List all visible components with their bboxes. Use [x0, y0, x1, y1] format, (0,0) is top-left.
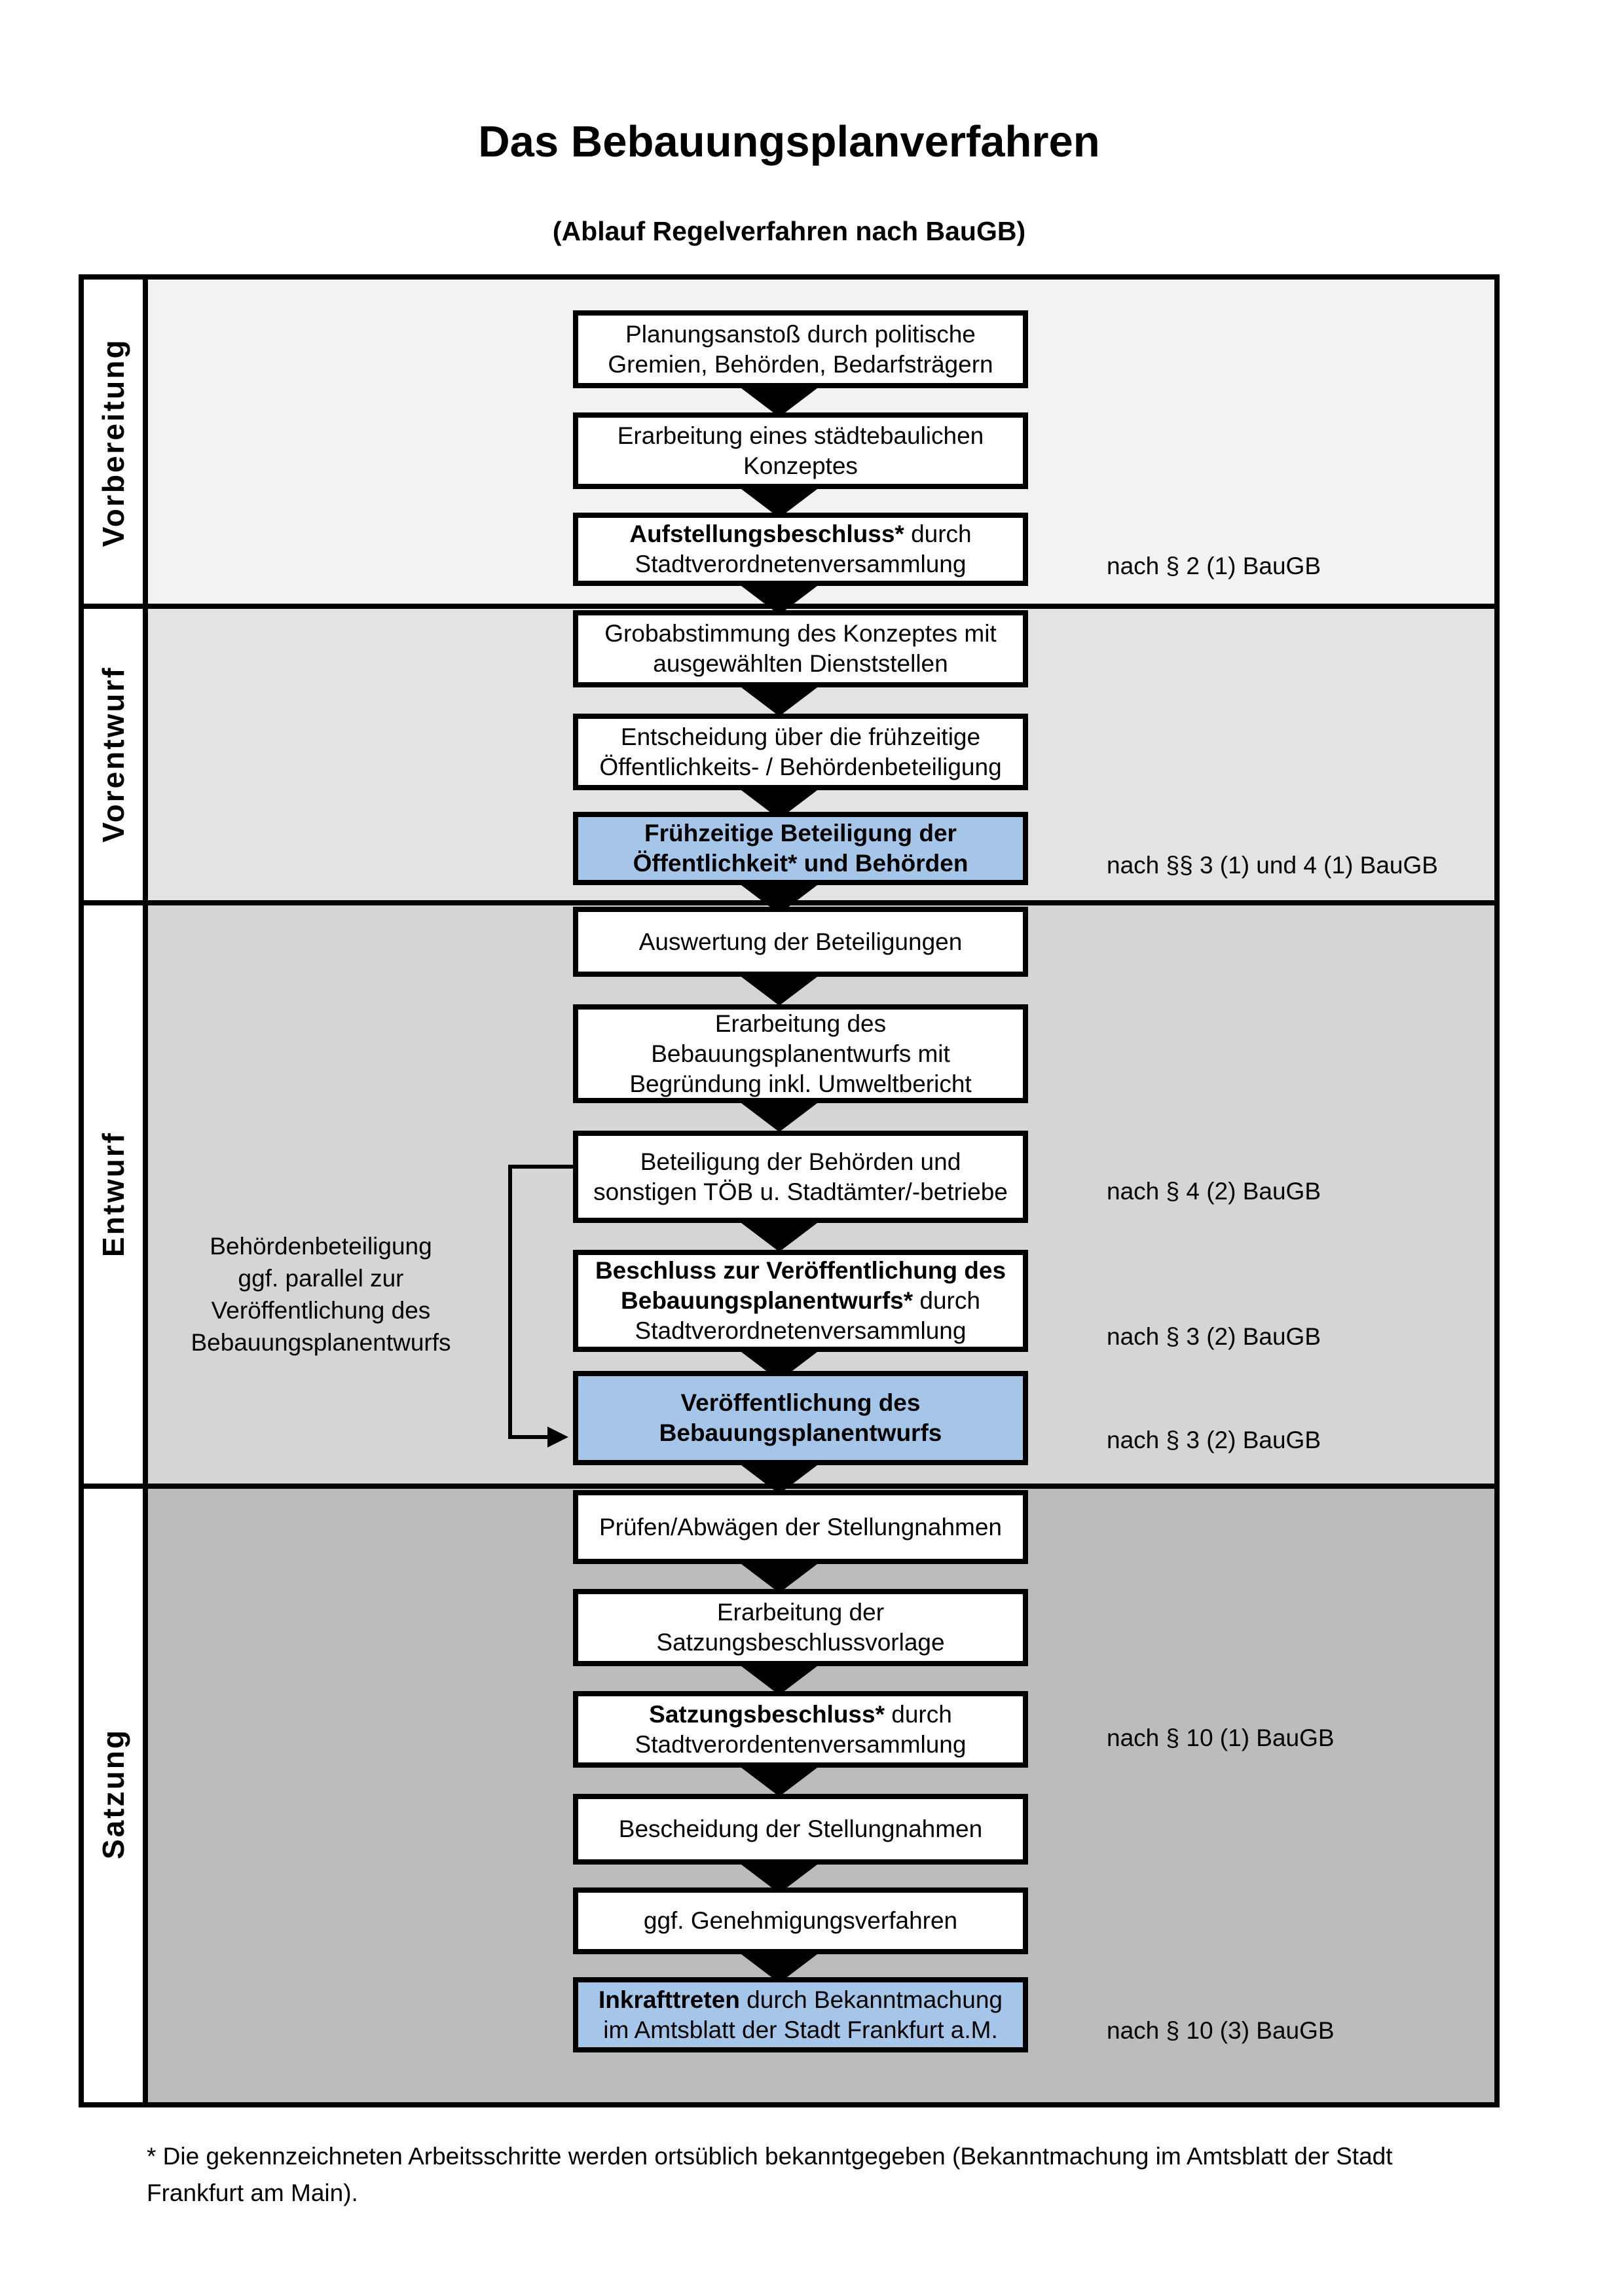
- box-staedtebauliches-konzept: Erarbeitung eines städtebaulichen Konzep…: [573, 412, 1028, 489]
- box-line: sonstigen TÖB u. Stadtämter/-betriebe: [593, 1178, 1008, 1205]
- box-line: Inkrafttreten durch Bekanntmachung: [599, 1985, 1003, 2015]
- legal-ref-3-2-a: nach § 3 (2) BauGB: [1107, 1323, 1321, 1350]
- box-line-bold: Aufstellungsbeschluss*: [629, 520, 904, 547]
- footnote: * Die gekennzeichneten Arbeitsschritte w…: [147, 2138, 1522, 2212]
- legal-ref-3-1-und-4-1: nach §§ 3 (1) und 4 (1) BauGB: [1107, 852, 1438, 879]
- box-line: Satzungsbeschluss* durch: [649, 1700, 952, 1730]
- box-line: Stadtverordnetenversammlung: [635, 1317, 967, 1344]
- flow-arrow-down-icon: [741, 1223, 817, 1252]
- box-inkrafttreten: Inkrafttreten durch Bekanntmachung im Am…: [573, 1977, 1028, 2052]
- box-line-rest: durch Bekanntmachung: [739, 1986, 1003, 2013]
- box-line: Auswertung der Beteiligungen: [638, 928, 963, 955]
- box-line-rest: durch: [913, 1287, 980, 1314]
- box-line: Satzungsbeschlussvorlage: [656, 1629, 945, 1656]
- flow-arrow-down-icon: [741, 1666, 817, 1695]
- note-line: ggf. parallel zur: [238, 1265, 404, 1292]
- box-line: ausgewählten Dienststellen: [653, 650, 948, 677]
- box-grobabstimmung: Grobabstimmung des Konzeptes mit ausgewä…: [573, 610, 1028, 687]
- footnote-line: Frankfurt am Main).: [147, 2179, 358, 2206]
- box-line: Aufstellungsbeschluss* durch: [629, 519, 971, 549]
- box-line: im Amtsblatt der Stadt Frankfurt a.M.: [603, 2016, 998, 2043]
- box-line-bold: Inkrafttreten: [599, 1986, 740, 2013]
- box-line: Gremien, Behörden, Bedarfsträgern: [608, 350, 993, 378]
- box-line-bold: Bebauungsplanentwurfs*: [621, 1287, 913, 1314]
- flow-arrow-down-icon: [741, 1103, 817, 1132]
- box-beteiligung-behoerden: Beteiligung der Behörden und sonstigen T…: [573, 1131, 1028, 1223]
- legal-ref-10-1: nach § 10 (1) BauGB: [1107, 1724, 1335, 1751]
- box-line: Bebauungsplanentwurfs mit: [651, 1040, 950, 1067]
- box-line: Grobabstimmung des Konzeptes mit: [604, 620, 997, 647]
- phase-label-satzung: Satzung: [96, 1728, 130, 1859]
- box-line: Erarbeitung der: [716, 1599, 885, 1626]
- box-line-bold: Satzungsbeschluss*: [649, 1700, 885, 1728]
- box-line: Erarbeitung des: [714, 1010, 887, 1037]
- box-line: Beteiligung der Behörden und: [640, 1148, 961, 1175]
- bracket-arrow-right-icon: [547, 1427, 568, 1448]
- box-veroeffentlichung: Veröffentlichung des Bebauungsplanentwur…: [573, 1371, 1028, 1465]
- box-line: Entscheidung über die frühzeitige: [620, 723, 981, 750]
- box-beschluss-veroeffentlichung: Beschluss zur Veröffentlichung des Bebau…: [573, 1250, 1028, 1352]
- box-genehmigungsverfahren: ggf. Genehmigungsverfahren: [573, 1887, 1028, 1954]
- box-line: Konzeptes: [743, 452, 858, 479]
- box-line: Stadtverordnetenversammlung: [635, 551, 967, 577]
- box-line-rest: durch: [885, 1700, 952, 1728]
- box-satzungsbeschluss: Satzungsbeschluss* durch Stadtverordente…: [573, 1691, 1028, 1768]
- flow-arrow-down-icon: [741, 1768, 817, 1796]
- box-line: Öffentlichkeits- / Behördenbeteiligung: [599, 753, 1002, 780]
- note-line: Behördenbeteiligung: [210, 1233, 432, 1260]
- box-auswertung: Auswertung der Beteiligungen: [573, 907, 1028, 977]
- box-line-rest: durch: [904, 520, 972, 547]
- box-line: ggf. Genehmigungsverfahren: [643, 1907, 958, 1934]
- box-line-bold: Bebauungsplanentwurfs: [659, 1419, 942, 1446]
- phase-label-vorbereitung: Vorbereitung: [96, 338, 130, 547]
- flow-arrow-down-icon: [741, 388, 817, 417]
- legal-ref-2-1: nach § 2 (1) BauGB: [1107, 553, 1321, 579]
- box-aufstellungsbeschluss: Aufstellungsbeschluss* durch Stadtverord…: [573, 513, 1028, 586]
- parallel-note: Behördenbeteiligung ggf. parallel zur Ve…: [151, 1230, 491, 1358]
- legal-ref-4-2: nach § 4 (2) BauGB: [1107, 1178, 1321, 1205]
- note-line: Bebauungsplanentwurfs: [191, 1329, 451, 1356]
- page-title: Das Bebauungsplanverfahren: [478, 117, 1100, 166]
- phase-label-entwurf: Entwurf: [96, 1131, 130, 1258]
- label-column-divider: [143, 274, 148, 2107]
- box-satzungsvorlage: Erarbeitung der Satzungsbeschlussvorlage: [573, 1589, 1028, 1666]
- footnote-line: * Die gekennzeichneten Arbeitsschritte w…: [147, 2143, 1393, 2170]
- box-line: Bescheidung der Stellungnahmen: [618, 1815, 983, 1842]
- box-line-bold: Veröffentlichung des: [680, 1389, 921, 1416]
- box-line: Prüfen/Abwägen der Stellungnahmen: [599, 1513, 1003, 1540]
- box-entscheidung-beteiligung: Entscheidung über die frühzeitige Öffent…: [573, 714, 1028, 790]
- box-line: Bebauungsplanentwurfs* durch: [621, 1286, 980, 1316]
- box-line: Erarbeitung eines städtebaulichen: [617, 422, 984, 449]
- box-line-bold: Öffentlichkeit* und Behörden: [633, 850, 969, 877]
- box-erarbeitung-entwurf: Erarbeitung des Bebauungsplanentwurfs mi…: [573, 1004, 1028, 1103]
- box-line: Stadtverordentenversammlung: [635, 1730, 967, 1758]
- box-pruefen-abwaegen: Prüfen/Abwägen der Stellungnahmen: [573, 1490, 1028, 1564]
- page-subtitle: (Ablauf Regelverfahren nach BauGB): [552, 216, 1026, 246]
- flow-arrow-down-icon: [741, 687, 817, 716]
- box-planungsanstoss: Planungsanstoß durch politische Gremien,…: [573, 310, 1028, 388]
- box-line: Planungsanstoß durch politische: [625, 320, 976, 348]
- legal-ref-10-3: nach § 10 (3) BauGB: [1107, 2017, 1335, 2044]
- phase-label-vorentwurf: Vorentwurf: [96, 666, 130, 843]
- box-bescheidung: Bescheidung der Stellungnahmen: [573, 1794, 1028, 1865]
- bracket-connector-bottom: [508, 1435, 550, 1439]
- note-line: Veröffentlichung des: [211, 1297, 431, 1324]
- flow-arrow-down-icon: [741, 586, 817, 615]
- bracket-connector-top: [508, 1165, 573, 1169]
- box-line-bold: Beschluss zur Veröffentlichung des: [595, 1257, 1006, 1284]
- bracket-connector-vertical: [508, 1165, 512, 1437]
- flow-arrow-down-icon: [741, 977, 817, 1006]
- legal-ref-3-2-b: nach § 3 (2) BauGB: [1107, 1427, 1321, 1453]
- box-fruehzeitige-beteiligung: Frühzeitige Beteiligung der Öffentlichke…: [573, 812, 1028, 885]
- box-line-bold: Frühzeitige Beteiligung der: [644, 820, 957, 847]
- flow-arrow-down-icon: [741, 1564, 817, 1593]
- box-line: Begründung inkl. Umweltbericht: [629, 1070, 972, 1097]
- flow-arrow-down-icon: [741, 1465, 817, 1494]
